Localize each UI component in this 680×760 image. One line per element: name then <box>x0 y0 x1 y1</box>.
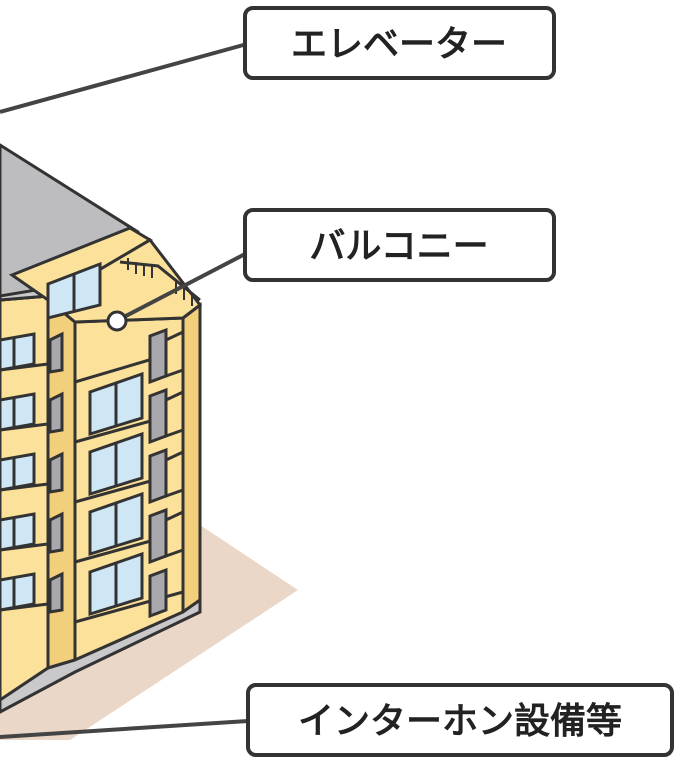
label-elevator-text: エレベーター <box>291 24 507 65</box>
label-elevator: エレベーター <box>243 6 556 80</box>
label-intercom-text: インターホン設備等 <box>298 701 622 742</box>
leader-lines <box>0 42 249 739</box>
elevator-leader <box>0 42 248 114</box>
label-intercom: インターホン設備等 <box>246 683 674 757</box>
building-windows <box>0 327 202 714</box>
intercom-leader <box>0 719 249 739</box>
balcony-leader <box>117 251 248 322</box>
label-balcony: バルコニー <box>243 208 556 282</box>
balcony-marker <box>106 310 128 332</box>
label-balcony-text: バルコニー <box>309 226 488 267</box>
